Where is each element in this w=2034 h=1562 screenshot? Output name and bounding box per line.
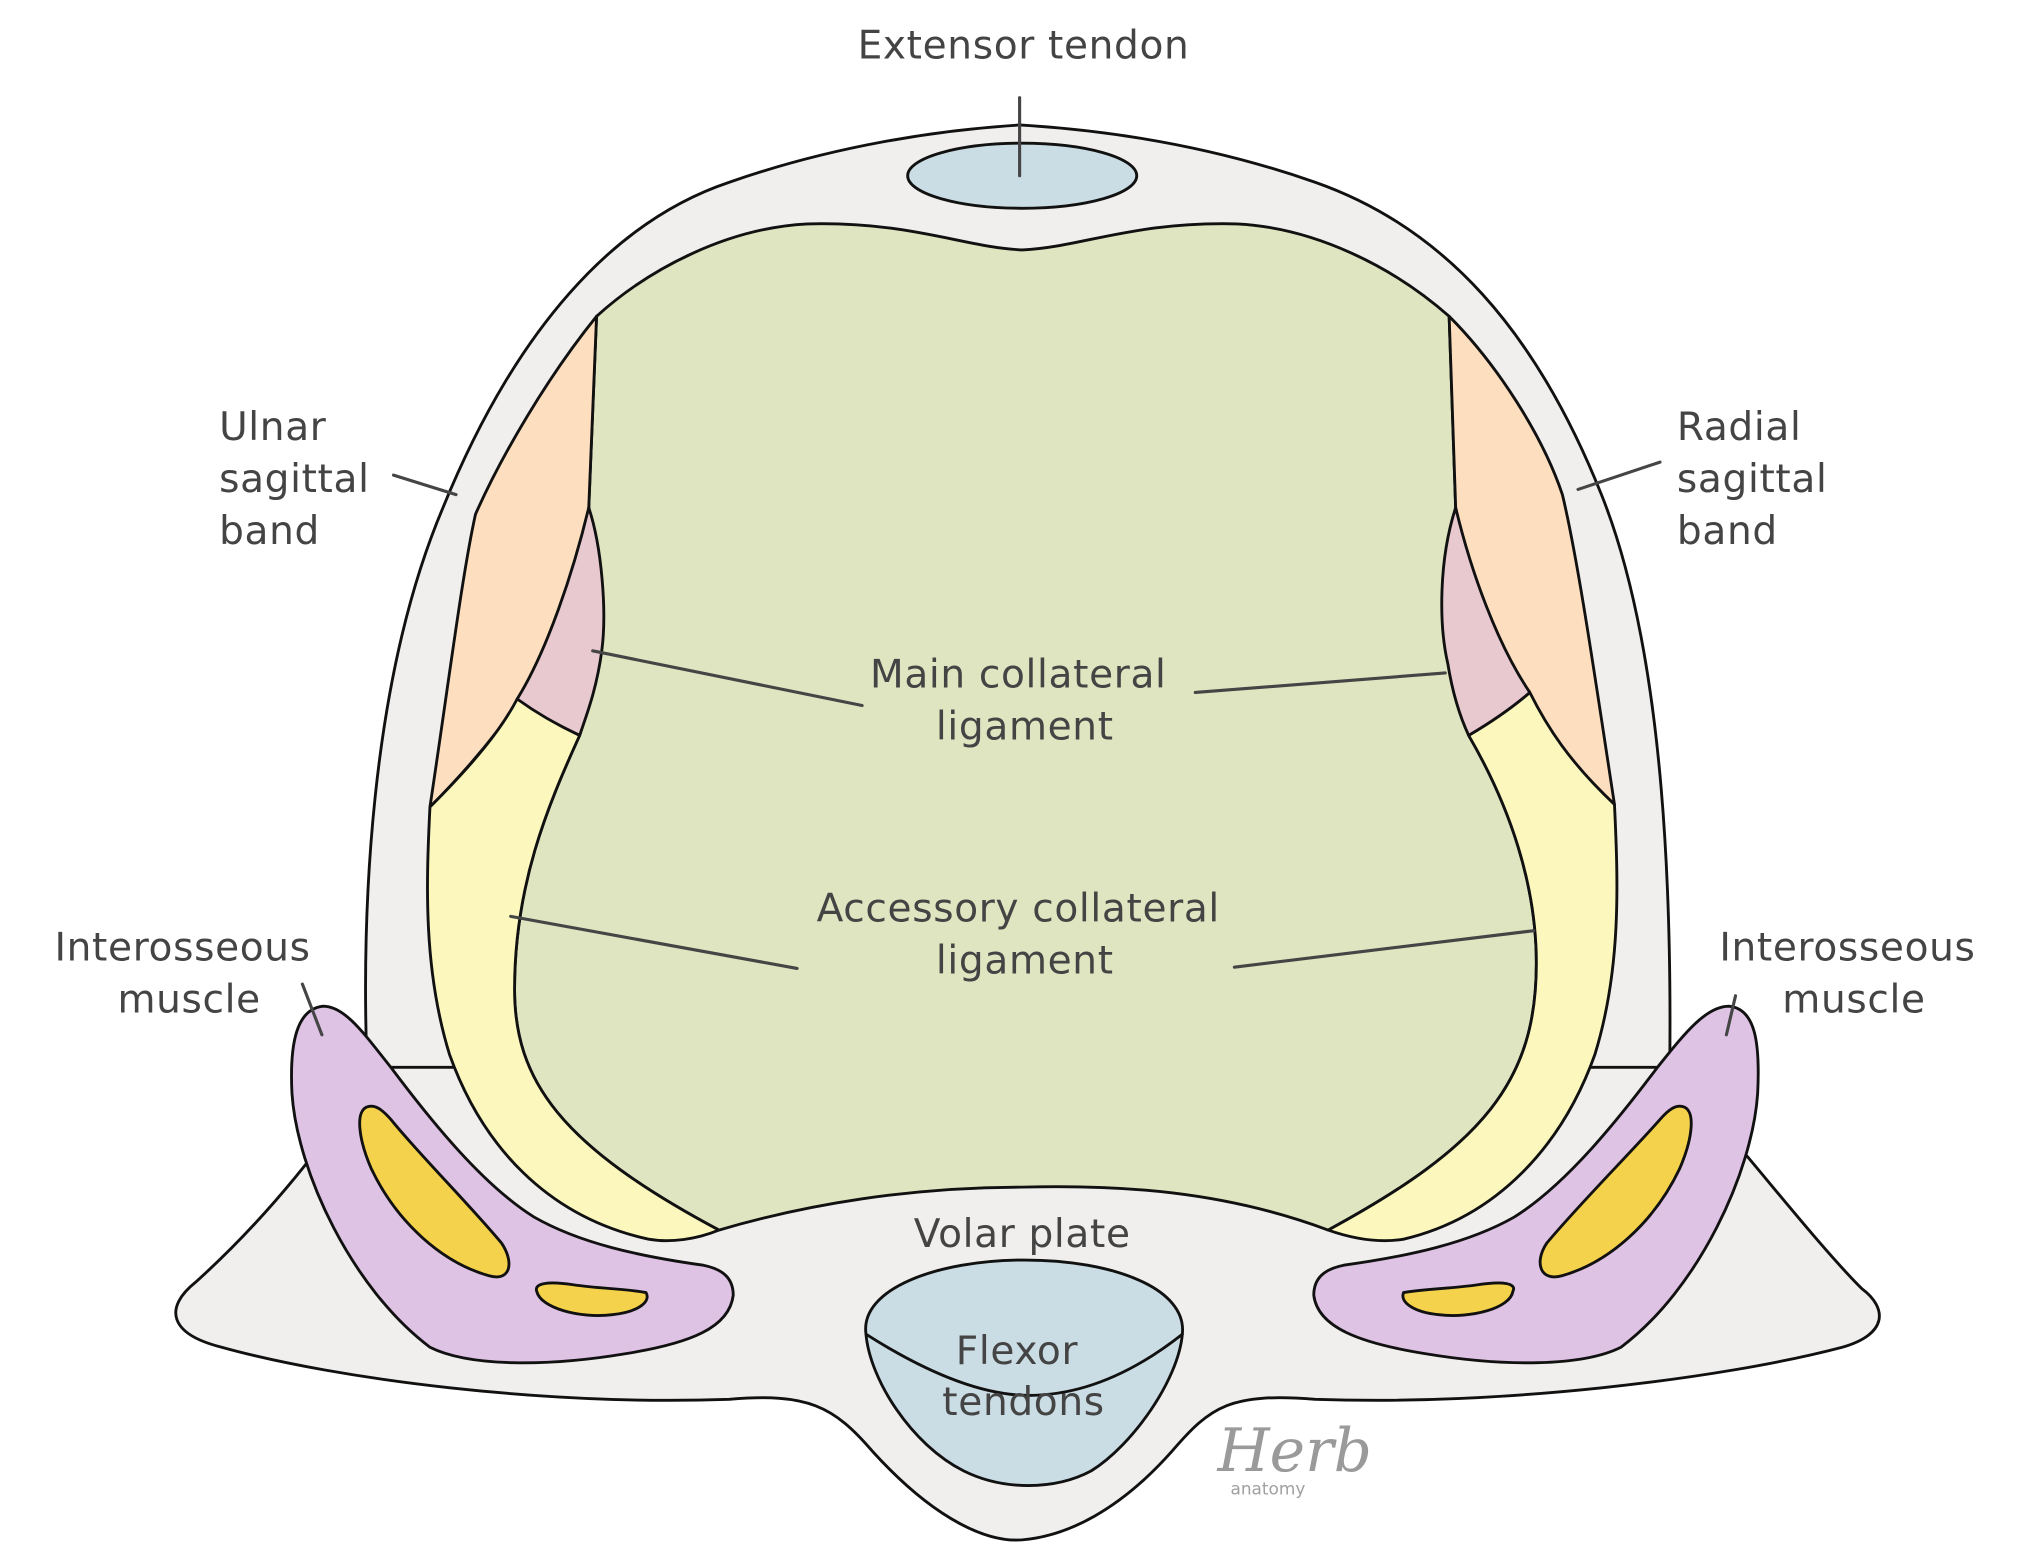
label-radial-sagittal-band: Radial sagittal band — [1677, 405, 1841, 554]
ulnar-interosseous-muscle — [290, 1004, 735, 1365]
label-volar-plate: Volar plate — [914, 1212, 1131, 1257]
radial-interosseous-tendon-lower — [1401, 1281, 1516, 1317]
ulnar-accessory-collateral-ligament — [426, 697, 721, 1243]
radial-accessory-collateral-leader — [1232, 929, 1536, 969]
label-interosseous-muscle-right: Interosseous muscle — [1719, 926, 1988, 1023]
watermark-sub: anatomy — [1230, 1478, 1305, 1498]
watermark-logo: Herb anatomy — [1216, 1416, 1372, 1498]
radial-main-collateral-leader — [1193, 671, 1447, 695]
watermark-main: Herb — [1216, 1416, 1372, 1486]
label-accessory-collateral-ligament: Accessory collateral ligament — [817, 887, 1233, 984]
radial-sagittal-band-leader — [1576, 460, 1662, 491]
label-main-collateral-ligament: Main collateral ligament — [870, 652, 1180, 749]
radial-interosseous-leader — [1724, 994, 1738, 1037]
label-ulnar-sagittal-band: Ulnar sagittal band — [219, 405, 383, 554]
radial-interosseous-tendon-upper — [1538, 1104, 1693, 1279]
ulnar-main-collateral-leader — [591, 649, 864, 708]
flexor-tendons-divider — [864, 1332, 1184, 1397]
ulnar-interosseous-tendon-lower — [535, 1281, 649, 1317]
label-flexor-tendons: Flexor tendons — [942, 1329, 1104, 1425]
label-extensor-tendon: Extensor tendon — [858, 24, 1190, 69]
extensor-tendon — [906, 141, 1139, 210]
flexor-tendons — [864, 1258, 1184, 1487]
ulnar-sagittal-band-leader — [391, 473, 458, 497]
radial-accessory-collateral-ligament — [1326, 691, 1619, 1243]
ulnar-interosseous-tendon-upper — [358, 1104, 511, 1279]
ulnar-accessory-collateral-leader — [509, 914, 799, 971]
ulnar-interosseous-leader — [300, 982, 324, 1037]
radial-interosseous-muscle — [1312, 1004, 1760, 1365]
label-interosseous-muscle-left: Interosseous muscle — [55, 926, 324, 1023]
